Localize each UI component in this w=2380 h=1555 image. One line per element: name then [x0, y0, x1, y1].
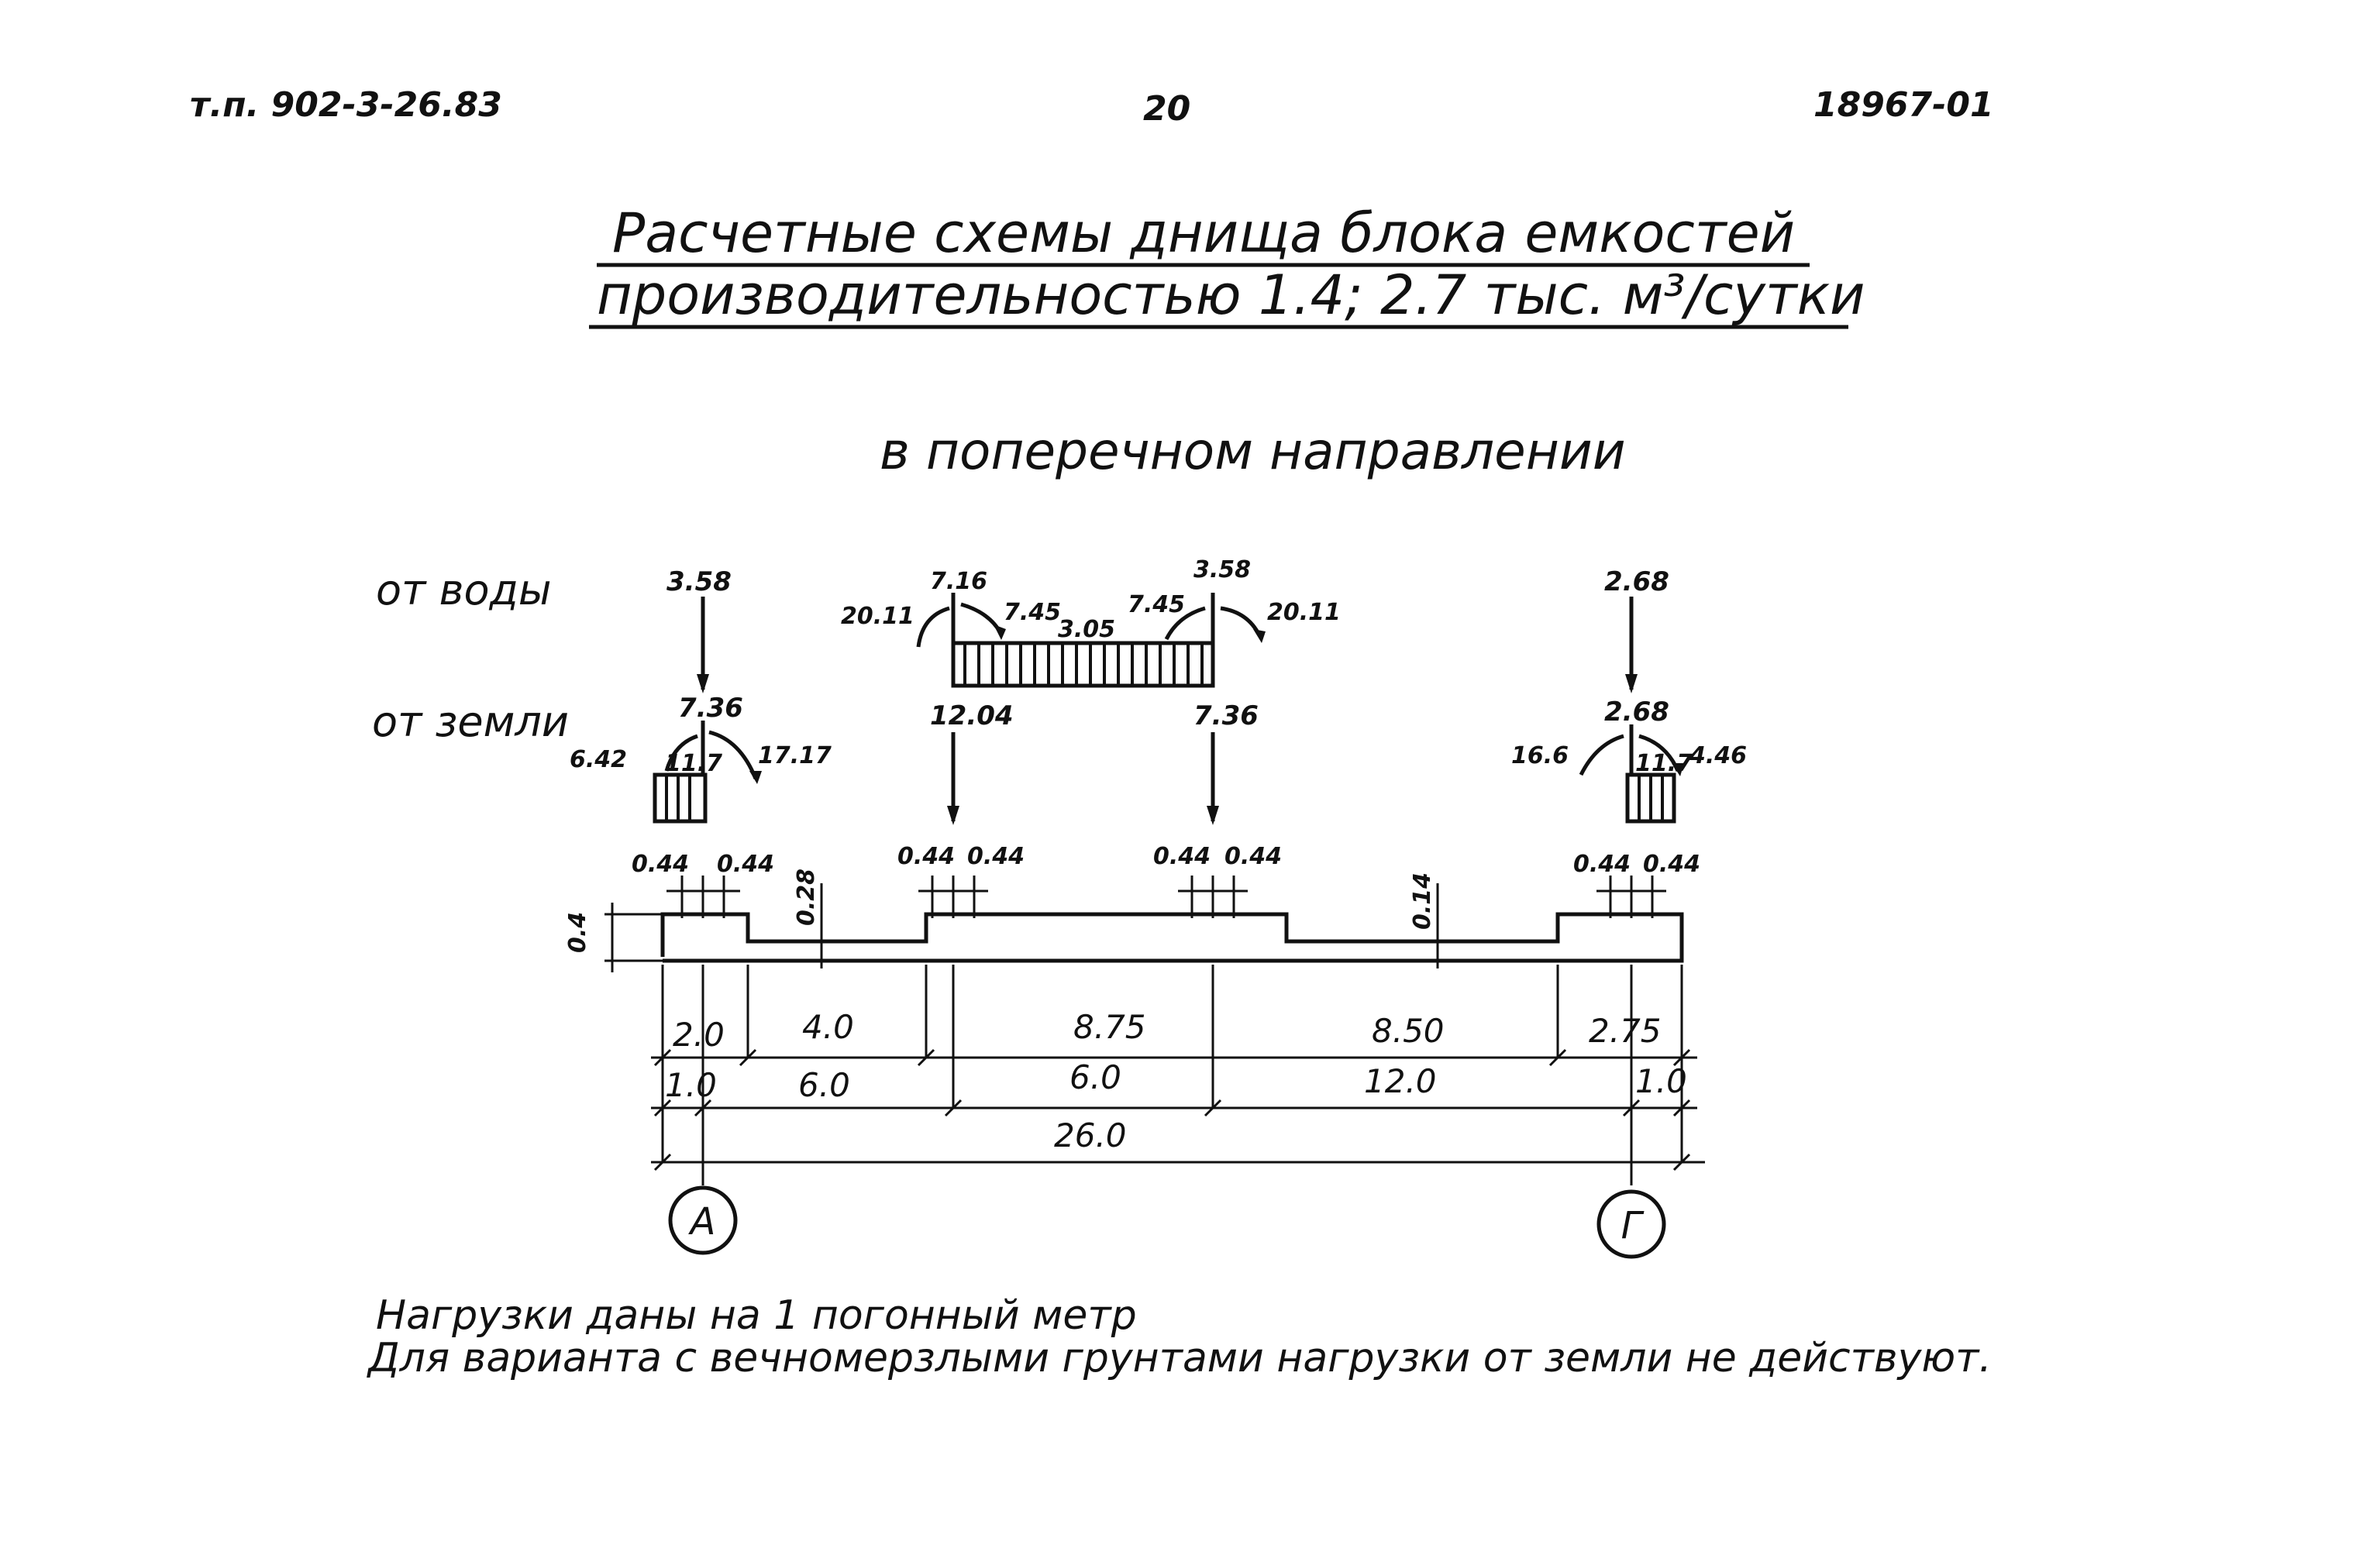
note-line-2: Для варианта с вечномерзлыми грунтами на…: [367, 1335, 1992, 1381]
dim-row1-seg1: 2.0: [673, 1016, 725, 1054]
water-moment-mid-left-inner: [960, 602, 1002, 633]
subtitle: в поперечном направлении: [880, 421, 1626, 481]
wall-width-5: 0.44: [1153, 843, 1211, 870]
dim-row1-seg3: 8.75: [1073, 1008, 1146, 1046]
wall-width-2: 0.44: [717, 851, 774, 878]
earth-moment-right-right-label: 4.46: [1689, 742, 1747, 769]
earth-force-mid-right: [1207, 732, 1219, 825]
title-line-1: Расчетные схемы днища блока емкостей: [612, 201, 1795, 265]
dim-row2-seg4: 12.0: [1364, 1062, 1437, 1100]
earth-force-mid-left-label: 12.04: [930, 700, 1014, 731]
earth-moment-right-left: [1579, 734, 1624, 776]
water-force-right-label: 2.68: [1604, 566, 1669, 597]
wall-width-7: 0.44: [1573, 851, 1631, 878]
axis-label-left: А: [688, 1200, 716, 1244]
slab-thickness-marker: [604, 903, 663, 972]
sheet-code: 18967-01: [1813, 85, 1994, 125]
wall-width-4: 0.44: [967, 843, 1025, 870]
dim-row1-seg2: 4.0: [802, 1008, 854, 1046]
earth-moment-left-right-label: 17.17: [758, 742, 832, 769]
step-height-left-label: 0.28: [793, 869, 820, 926]
water-force-mid-left-label: 7.16: [930, 568, 987, 595]
wall-width-8: 0.44: [1643, 851, 1700, 878]
water-force-mid-right-label: 3.58: [1193, 556, 1251, 583]
row-label-earth: от земли: [372, 697, 569, 746]
step-height-right-label: 0.14: [1409, 872, 1436, 930]
dim-row1-seg5: 2.75: [1589, 1012, 1662, 1050]
water-moment-mid-left-inner-label: 7.45: [1004, 599, 1061, 626]
water-moment-mid-left-label: 20.11: [841, 603, 914, 630]
dim-row2-seg2: 6.0: [798, 1066, 850, 1104]
earth-moment-left-left-label: 6.42: [570, 746, 627, 773]
earth-distributed-right: [1625, 772, 1676, 824]
earth-force-right-label: 2.68: [1604, 697, 1669, 728]
earth-distributed-left: [653, 772, 708, 824]
dim-row2-seg1: 1.0: [665, 1066, 717, 1104]
water-moment-mid-left-outer: [916, 606, 950, 648]
doc-reference: т.п. 902-3-26.83: [190, 85, 502, 125]
page-number: 20: [1143, 89, 1190, 129]
wall-width-1: 0.44: [632, 851, 689, 878]
water-distributed-label: 3.05: [1058, 616, 1115, 643]
axis-label-right: Г: [1621, 1204, 1645, 1247]
dim-row1-seg4: 8.50: [1372, 1012, 1445, 1050]
wall-width-6: 0.44: [1224, 843, 1282, 870]
dim-row2-seg3: 6.0: [1069, 1058, 1121, 1096]
earth-moment-left-left: [664, 734, 698, 772]
dimension-lines: [651, 965, 1705, 1185]
title-line-2: производительностью 1.4; 2.7 тыс. м³/сут…: [597, 263, 1865, 327]
note-line-1: Нагрузки даны на 1 погонный метр: [376, 1292, 1137, 1339]
water-force-left: [697, 597, 709, 693]
row-label-water: от воды: [376, 566, 552, 614]
dim-row2-seg5: 1.0: [1635, 1062, 1687, 1100]
water-force-right: [1625, 597, 1638, 693]
earth-distributed-right-label: 11.7: [1635, 750, 1693, 777]
water-moment-mid-right-outer: [1220, 606, 1262, 637]
earth-force-mid-right-label: 7.36: [1193, 700, 1259, 731]
slab-thickness-label: 0.4: [564, 912, 591, 953]
wall-width-marks: [666, 876, 1666, 918]
water-moment-mid-right-inner: [1164, 606, 1206, 641]
slab-section: [660, 912, 1684, 963]
water-moment-mid-right-label: 20.11: [1267, 599, 1341, 626]
axis-marker-left: [668, 1185, 738, 1255]
water-distributed-load: [951, 641, 1215, 688]
water-moment-mid-right-inner-label: 7.45: [1128, 591, 1185, 618]
earth-moment-right-left-label: 16.6: [1511, 742, 1569, 769]
water-force-left-label: 3.58: [666, 566, 732, 597]
earth-force-left-label: 7.36: [678, 693, 743, 724]
earth-distributed-left-label: 11.7: [665, 750, 722, 777]
wall-width-3: 0.44: [897, 843, 955, 870]
axis-marker-right: [1596, 1189, 1666, 1259]
dim-row3-total: 26.0: [1054, 1116, 1127, 1154]
earth-force-mid-left: [947, 732, 959, 825]
